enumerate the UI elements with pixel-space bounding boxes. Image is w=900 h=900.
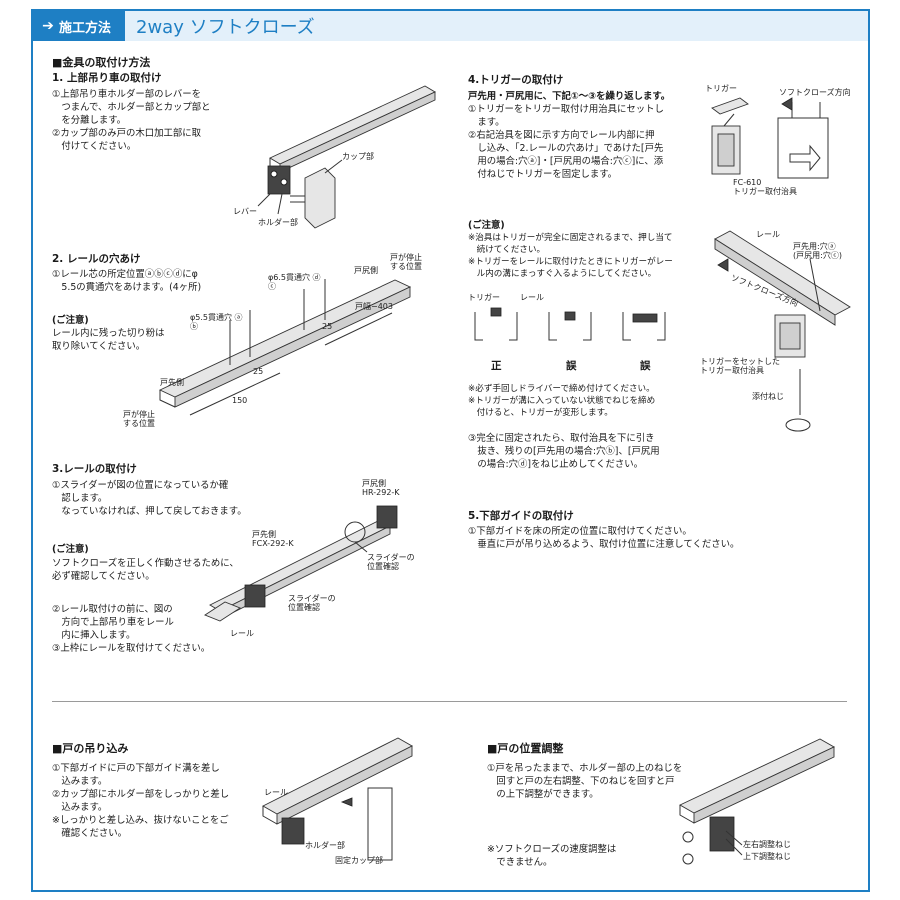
step2-text: ①レール芯の所定位置ⓐⓑⓒⓓにφ 5.5の貫通穴をあけます。(4ヶ所) [52, 269, 202, 293]
label-screw: 添付ねじ [752, 392, 784, 401]
label-correct: 正 [491, 360, 502, 372]
adjust-text: ①戸を吊ったままで、ホルダー部の上のねじを 回すと戸の左右調整、下のねじを回すと… [487, 763, 683, 800]
label-hole-ab: φ5.5貫通穴 ⓐ ⓑ [190, 313, 243, 331]
label-softclose-dir: ソフトクローズ方向 [779, 88, 851, 97]
step1-figure [257, 85, 436, 229]
label-set-jig: トリガーをセットした トリガー取付治具 [700, 357, 780, 375]
label-lr-screw: 左右調整ねじ [743, 840, 791, 849]
step4-text1: ①トリガーをトリガー取付け用治具にセットし ます。 ②右記治具を図に示す方向でレ… [468, 104, 664, 180]
section-divider [52, 701, 847, 702]
adjust-figure [679, 738, 835, 865]
label-rail-hanging: レール [264, 788, 288, 797]
label-dim-150: 150 [232, 396, 248, 405]
label-door-stop-bottom: 戸が停止 する位置 [123, 410, 155, 428]
step4-note: ※治具はトリガーが完全に固定されるまで、押し当て 続けてください。 ※トリガーを… [468, 233, 673, 279]
step5-heading: 5.下部ガイドの取付け [468, 510, 574, 522]
wrench-icon: ➔ [42, 18, 54, 34]
label-holder: ホルダー部 [258, 218, 298, 227]
step3-note-heading: (ご注意) [52, 544, 89, 555]
label-trigger-small: トリガー [468, 293, 500, 302]
trigger-install-figure [714, 230, 851, 432]
label-cup: カップ部 [342, 152, 374, 161]
label-lever: レバー [233, 207, 257, 216]
trigger-jig-figure [711, 97, 829, 179]
label-rail-step4: レール [756, 230, 780, 239]
step1-text: ①上部吊り車ホルダー部のレバーを つまんで、ホルダー部とカップ部と を分離します… [52, 89, 211, 152]
step4-note-heading: (ご注意) [468, 220, 505, 231]
label-slider-check2: スライダーの 位置確認 [288, 594, 336, 612]
badge-label: 施工方法 [59, 20, 112, 36]
adjust-note: ※ソフトクローズの速度調整は できません。 [487, 844, 617, 868]
label-dim-25a: 25 [322, 322, 333, 331]
label-back-unit: 戸尻側 HR-292-K [362, 479, 400, 497]
label-door-stop-top: 戸が停止 する位置 [390, 253, 422, 271]
label-jig: FC-610 トリガー取付治具 [733, 178, 797, 196]
header-bar [33, 11, 868, 41]
step3-text1: ①スライダーが図の位置になっているか確 認します。 なっていなければ、押して戻し… [52, 480, 247, 517]
step2-note-heading: (ご注意) [52, 315, 89, 326]
label-wrong2: 誤 [640, 360, 651, 372]
label-rail-small: レール [520, 293, 544, 302]
label-rail-step3: レール [230, 629, 254, 638]
hanging-figure [262, 737, 413, 861]
label-fixed-cup: 固定カップ部 [335, 856, 383, 865]
hanging-text: ①下部ガイドに戸の下部ガイド溝を差し 込みます。 ②カップ部にホルダー部をしっか… [52, 763, 230, 839]
trigger-position-figure [474, 307, 666, 341]
step2-rail-figure [158, 279, 412, 416]
section-badge: ➔ 施工方法 [33, 11, 125, 41]
section-title-adjust: ■戸の位置調整 [487, 742, 564, 755]
step4-note2: ※必ず手回しドライバーで締め付けてください。 ※トリガーが溝に入っていない状態で… [468, 384, 656, 418]
label-door-back: 戸尻側 [354, 266, 378, 275]
step4-text2: ③完全に固定されたら、取付治具を下に引き 抜き、残りの[戸先用の場合:穴ⓑ]、[… [468, 433, 660, 470]
step4-sub: 戸先用・戸尻用に、下記①〜③を繰り返します。 [468, 91, 671, 102]
label-wrong1: 誤 [566, 360, 577, 372]
step2-heading: 2. レールの穴あけ [52, 253, 141, 265]
label-door-front: 戸先側 [160, 378, 184, 387]
label-door-width: 戸幅−403 [355, 302, 393, 311]
label-hole-cd: φ6.5貫通穴 ⓓ ⓒ [268, 273, 321, 291]
step3-rail-figure [204, 505, 398, 622]
section-title-mounting: ■金具の取付け方法 [52, 56, 151, 69]
page-title: 2way ソフトクローズ [136, 17, 315, 38]
label-front-hole: 戸先用:穴ⓐ (戸尻用:穴ⓒ) [793, 242, 842, 260]
label-slider-check1: スライダーの 位置確認 [367, 553, 415, 571]
label-holder-hanging: ホルダー部 [305, 841, 345, 850]
step2-note: レール内に残った切り粉は 取り除いてください。 [52, 328, 165, 352]
label-ud-screw: 上下調整ねじ [743, 852, 791, 861]
step3-heading: 3.レールの取付け [52, 463, 137, 475]
step3-note: ソフトクローズを正しく作動させるために、 必ず確認してください。 [52, 558, 239, 582]
step5-text: ①下部ガイドを床の所定の位置に取付けてください。 垂直に戸が吊り込めるよう、取付… [468, 526, 740, 550]
step1-heading: 1. 上部吊り車の取付け [52, 72, 162, 84]
step4-heading: 4.トリガーの取付け [468, 74, 564, 86]
label-trigger: トリガー [705, 84, 737, 93]
label-front-unit: 戸先側 FCX-292-K [252, 530, 294, 548]
step3-text2: ②レール取付けの前に、図の 方向で上部吊り車をレール 内に挿入します。 ③上枠に… [52, 604, 211, 654]
label-dim-25b: 25 [253, 367, 264, 376]
section-title-hanging: ■戸の吊り込み [52, 742, 129, 755]
